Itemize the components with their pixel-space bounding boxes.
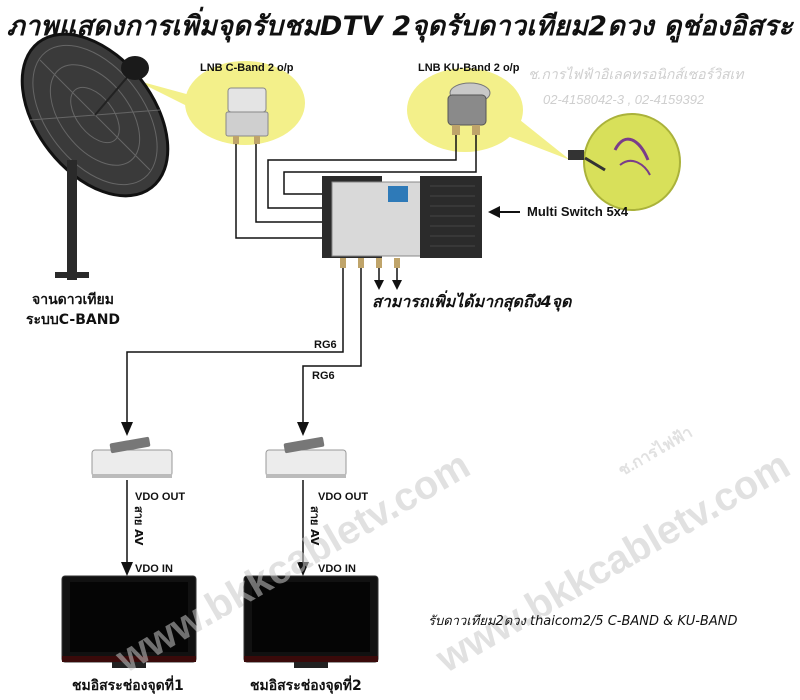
extra-output-arrows: [374, 268, 402, 290]
ku-band-dish-icon: [568, 113, 681, 211]
multiswitch-arrow: [488, 206, 520, 218]
company-name: ช.การไฟฟ้าอิเลคทรอนิกส์เซอร์วิสเท: [528, 66, 744, 82]
dish-caption-line1: จานดาวเทียม: [32, 292, 114, 308]
c-band-dish-icon: [20, 32, 170, 280]
multiswitch-icon: [322, 176, 482, 268]
expand-note: สามารถเพิ่มได้มากสุดถึง4จุด: [372, 292, 572, 311]
ku-band-cables: [267, 135, 477, 209]
dish-caption-line2: ระบบC-BAND: [25, 312, 121, 328]
dish-caption: จานดาวเทียม ระบบC-BAND: [18, 290, 128, 330]
lnb-ku-device-icon: [447, 82, 491, 135]
tv-caption-1: ชมอิสระช่องจุดที่1: [72, 678, 184, 694]
rg6-label-1: RG6: [314, 339, 337, 351]
av-cable-label-2: สาย AV: [308, 506, 321, 546]
lnb-c-label: LNB C-Band 2 o/p: [200, 62, 294, 74]
tv-caption-2: ชมอิสระช่องจุดที่2: [250, 678, 362, 694]
vdo-out-label-1: VDO OUT: [135, 491, 186, 503]
c-band-cables: [235, 144, 322, 239]
multiswitch-label: Multi Switch 5x4: [527, 204, 629, 219]
lnb-c-device-icon: [225, 87, 269, 144]
vdo-in-label-1: VDO IN: [135, 563, 173, 575]
footer-note: รับดาวเทียม2ดวง thaicom2/5 C-BAND & KU-B…: [428, 614, 738, 629]
receiver-2-icon: [265, 436, 347, 478]
page-title: ภาพแสดงการเพิ่มจุดรับชมDTV 2จุดรับดาวเที…: [6, 11, 794, 42]
lnb-ku-label: LNB KU-Band 2 o/p: [418, 62, 520, 74]
av-arrow-1: [121, 562, 133, 576]
vdo-out-label-2: VDO OUT: [318, 491, 369, 503]
company-phone: 02-4158042-3 , 02-4159392: [543, 92, 705, 107]
av-arrow-2: [297, 562, 309, 576]
rg6-cable-2: [302, 268, 362, 425]
vdo-in-label-2: VDO IN: [318, 563, 356, 575]
tv-2-icon: [243, 575, 379, 668]
rg6-arrow-2: [297, 422, 309, 436]
av-cable-label-1: สาย AV: [132, 506, 145, 546]
receiver-1-icon: [91, 436, 173, 478]
rg6-arrow-1: [121, 422, 133, 436]
tv-1-icon: [61, 575, 197, 668]
rg6-label-2: RG6: [312, 370, 335, 382]
rg6-cable-1: [126, 268, 344, 425]
